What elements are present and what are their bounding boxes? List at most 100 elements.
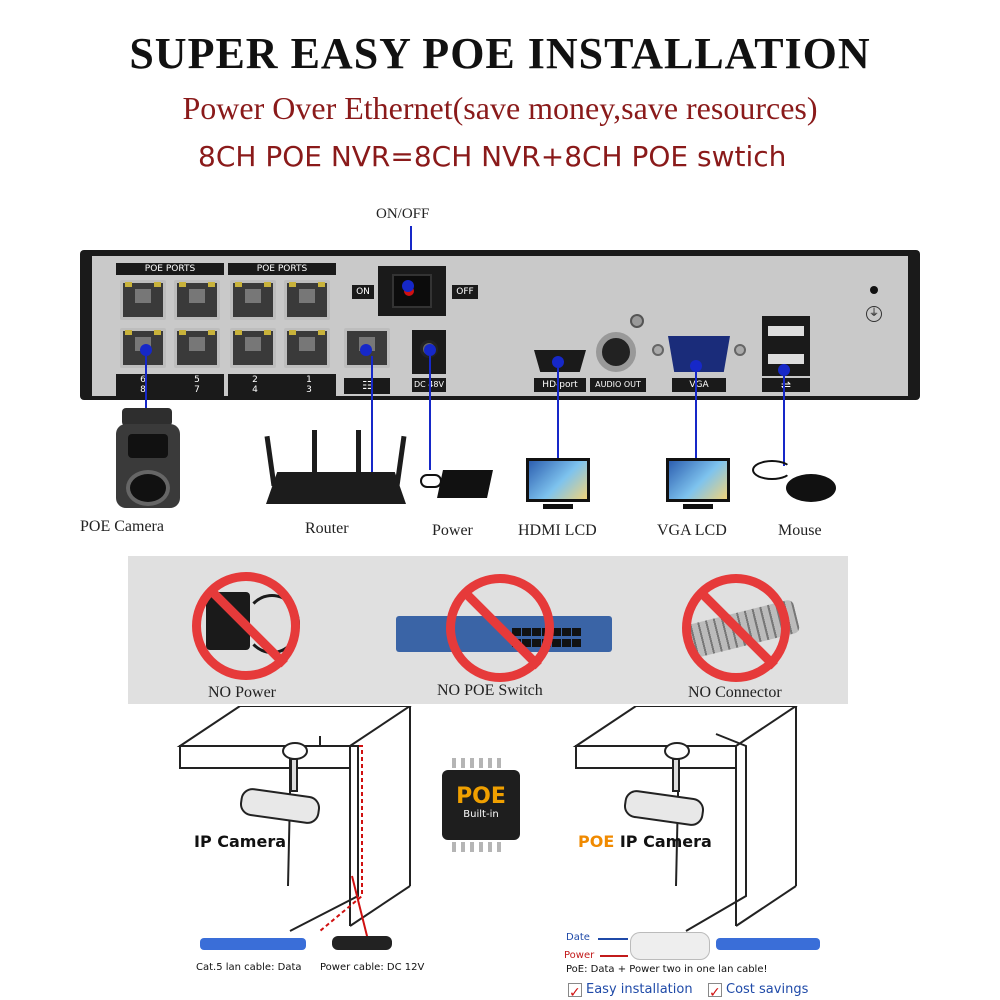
chip-pins-bottom-icon (452, 842, 510, 854)
audio-out-jack[interactable] (596, 332, 636, 372)
usb-icon: ⇌ (762, 378, 810, 392)
ip-camera-installation-diagram (176, 706, 412, 936)
benefit-easy-installation: Easy installation (586, 982, 693, 997)
poe-ip-camera-label: POE IP Camera (578, 832, 712, 851)
port-number-bottom-2: 7 (170, 384, 224, 396)
port-number-bottom-1: 8 (116, 384, 170, 396)
vga-monitor-icon (666, 458, 730, 502)
on-label: ON (352, 285, 374, 299)
router-antenna-icon (356, 430, 361, 480)
prohibited-icon (446, 574, 554, 682)
benefit-cost-savings: Cost savings (726, 982, 809, 997)
usb-slot-2[interactable] (768, 354, 804, 364)
poe-port-3[interactable] (230, 280, 276, 320)
camera-mount-icon (122, 408, 172, 426)
router-connector-dot (360, 344, 372, 356)
vga-label: VGA (672, 378, 726, 392)
router-antenna-icon (312, 430, 317, 480)
no-power-label: NO Power (208, 684, 276, 701)
legend-power-label: Power (564, 950, 595, 961)
port-number-top-3: 2 (228, 374, 282, 386)
prohibited-icon (682, 574, 790, 682)
poe-port-1[interactable] (120, 280, 166, 320)
power-cable-icon (420, 474, 442, 488)
no-poe-switch-label: NO POE Switch (437, 682, 543, 699)
mouse-icon (786, 474, 836, 502)
monitor-stand-icon (543, 504, 573, 509)
poe-camera-installation-diagram (572, 706, 798, 932)
power-cable-icon (332, 936, 392, 950)
camera-connector-dot (140, 344, 152, 356)
port-number-bottom-4: 3 (282, 384, 336, 396)
off-label: OFF (452, 285, 478, 299)
poe-cable-icon (630, 932, 710, 960)
switch-connector-dot (402, 280, 414, 292)
ip-camera-label: IP Camera (194, 832, 286, 851)
usb-line (783, 376, 785, 466)
peripheral-label-power: Power (432, 522, 473, 539)
page-subtitle: Power Over Ethernet(save money,save reso… (182, 90, 818, 126)
power-line (429, 356, 431, 470)
page-title: SUPER EASY POE INSTALLATION (129, 29, 871, 78)
nvr-equation: 8CH POE NVR=8CH NVR+8CH POE swtich (198, 140, 787, 173)
vga-connector-dot (690, 360, 702, 372)
port-number-top-2: 5 (170, 374, 224, 386)
power-line-icon (600, 955, 628, 957)
chip-title: POE (456, 784, 506, 809)
power-connector-dot (424, 344, 436, 356)
usb-slot-1[interactable] (768, 326, 804, 336)
checkbox-icon: ✓ (568, 983, 582, 1000)
prohibited-icon (192, 572, 300, 680)
poe-port-2[interactable] (174, 280, 220, 320)
usb-connector-dot (778, 364, 790, 376)
poe-ports-label-right: POE PORTS (228, 263, 336, 275)
switch-caption: ON/OFF (376, 206, 430, 222)
lan-cable-caption: Cat.5 lan cable: Data (196, 962, 302, 973)
lan-plug-icon (716, 938, 820, 950)
vga-screw-left-icon (652, 344, 664, 356)
camera-line (145, 356, 147, 416)
camera-arm-icon (290, 758, 298, 792)
hdmi-monitor-icon (526, 458, 590, 502)
vga-line (695, 372, 697, 466)
camera-arm-icon (672, 758, 680, 792)
audio-out-label: AUDIO OUT (590, 378, 646, 392)
peripheral-label-hdmi: HDMI LCD (518, 522, 597, 539)
router-line (371, 356, 373, 474)
poe-port-4[interactable] (284, 280, 330, 320)
hdmi-label: HD-port (534, 378, 586, 392)
vga-screw-right-icon (734, 344, 746, 356)
camera-lens-icon (126, 470, 170, 506)
chip-subtitle: Built-in (463, 809, 499, 820)
poe-port-8[interactable] (284, 328, 330, 368)
port-number-bottom-3: 4 (228, 384, 282, 396)
camera-top-lens-icon (128, 434, 168, 458)
ground-screw-icon (630, 314, 644, 328)
peripheral-label-vga: VGA LCD (657, 522, 727, 539)
legend-data-label: Date (566, 932, 590, 943)
poe-chip-icon: POE Built-in (442, 770, 520, 840)
led-indicator-icon (870, 286, 878, 294)
monitor-stand-icon (683, 504, 713, 509)
port-number-top-1: 6 (116, 374, 170, 386)
router-antenna-icon (264, 435, 277, 487)
poe-port-7[interactable] (230, 328, 276, 368)
power-cable-caption: Power cable: DC 12V (320, 962, 425, 973)
checkbox-icon: ✓ (708, 983, 722, 1000)
poe-port-6[interactable] (174, 328, 220, 368)
peripheral-label-router: Router (305, 520, 349, 537)
ground-icon: ⏚ (866, 306, 882, 322)
network-icon: ☷ (344, 378, 390, 394)
chip-pins-top-icon (452, 758, 510, 770)
hdmi-line (557, 368, 559, 466)
mouse-cable-icon (752, 460, 792, 480)
hdmi-connector-dot (552, 356, 564, 368)
lan-cable-icon (200, 938, 306, 950)
one-cable-caption: PoE: Data + Power two in one lan cable! (566, 964, 768, 975)
poe-ports-label-left: POE PORTS (116, 263, 224, 275)
peripheral-label-camera: POE Camera (80, 518, 164, 535)
poe-port-5[interactable] (120, 328, 166, 368)
data-line-icon (598, 938, 628, 940)
port-number-top-4: 1 (282, 374, 336, 386)
router-icon (266, 472, 406, 504)
